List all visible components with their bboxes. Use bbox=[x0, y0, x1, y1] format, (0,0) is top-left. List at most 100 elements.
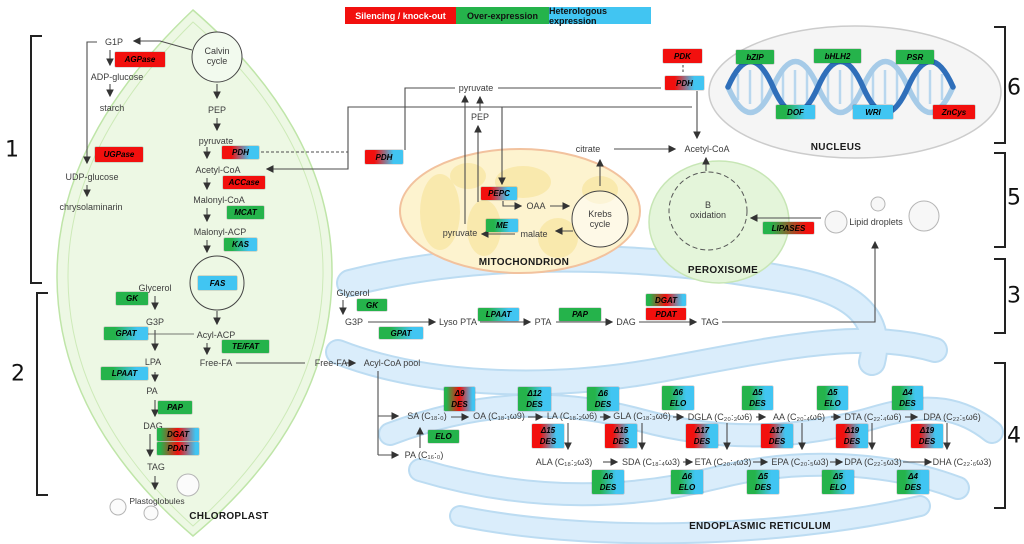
enzyme-box-gk: GK bbox=[116, 292, 148, 305]
enzyme-box-wri: WRI bbox=[853, 105, 893, 119]
enzyme-box-17-des: Δ17 DES bbox=[761, 424, 793, 448]
enzyme-box-ugpase: UGPase bbox=[95, 147, 143, 162]
label-starch: starch bbox=[99, 103, 125, 113]
label-dpa-c-6: DPA (C₂₂:₅ω6) bbox=[923, 412, 981, 422]
chloroplast-shape bbox=[56, 8, 333, 537]
enzyme-box-mcat: MCAT bbox=[227, 206, 264, 219]
label-lpa: LPA bbox=[144, 357, 162, 367]
label-dha-c-3: DHA (C₂₂:₆ω3) bbox=[932, 457, 992, 467]
plastoglobule-circles bbox=[109, 473, 200, 521]
enzyme-box-gpat: GPAT bbox=[104, 327, 148, 340]
label-sda-c-3: SDA (C₁₈:₄ω3) bbox=[622, 457, 680, 467]
label-acyl-coa-pool: Acyl-CoA pool bbox=[363, 358, 421, 368]
bracket-number-6: 6 bbox=[1007, 75, 1021, 101]
label-adp-glucose: ADP-glucose bbox=[90, 72, 144, 82]
label-sa-c: SA (C₁₈:₀) bbox=[407, 411, 447, 421]
label-g3p: G3P bbox=[145, 317, 165, 327]
enzyme-box-te-fat: TE/FAT bbox=[222, 340, 269, 353]
label-pyruvate: pyruvate bbox=[458, 83, 494, 93]
fas-circle bbox=[189, 255, 245, 311]
enzyme-box-bzip: bZIP bbox=[736, 50, 774, 64]
label-chloroplast: CHLOROPLAST bbox=[189, 511, 269, 522]
label-g3p: G3P bbox=[344, 317, 364, 327]
enzyme-box-gk: GK bbox=[357, 299, 387, 311]
lipid-droplet-circles bbox=[824, 196, 940, 234]
enzyme-box-5-des: Δ5 DES bbox=[742, 386, 773, 410]
bracket-number-4: 4 bbox=[1007, 423, 1021, 449]
legend-item-heterologous-expression: Heterologous expression bbox=[549, 6, 651, 26]
label-citrate: citrate bbox=[575, 144, 601, 154]
label-aa-c-6: AA (C₂₀:₄ω6) bbox=[773, 412, 825, 422]
label-endoplasmic-reticulum: ENDOPLASMIC RETICULUM bbox=[689, 521, 831, 532]
enzyme-box-pap: PAP bbox=[158, 401, 192, 414]
label-acetyl-coa: Acetyl-CoA bbox=[684, 144, 730, 154]
enzyme-box-pdh: PDH bbox=[365, 150, 403, 164]
label-free-fa: Free-FA bbox=[199, 358, 233, 368]
label-dgla-c-6: DGLA (C₂₀:₃ω6) bbox=[687, 412, 753, 422]
enzyme-box-pepc: PEPC bbox=[481, 187, 517, 200]
enzyme-box-lpaat: LPAAT bbox=[478, 308, 519, 321]
label-nucleus: NUCLEUS bbox=[810, 142, 862, 153]
calvin-cycle-circle bbox=[191, 31, 243, 83]
label-oa-c-9: OA (C₁₈:₁ω9) bbox=[473, 411, 525, 421]
bracket-4 bbox=[994, 362, 1006, 509]
bracket-number-3: 3 bbox=[1007, 283, 1021, 309]
label-calvin-cycle: Calvin cycle bbox=[204, 46, 230, 66]
label-tag: TAG bbox=[147, 462, 165, 472]
enzyme-box-5-elo: Δ5 ELO bbox=[822, 470, 854, 494]
enzyme-box-6-des: Δ6 DES bbox=[587, 387, 619, 411]
connector-arrows bbox=[83, 37, 951, 491]
krebs-cycle-circle bbox=[571, 190, 629, 248]
legend-item-over-expression: Over-expression bbox=[456, 7, 549, 24]
label-pa: PA bbox=[146, 386, 158, 396]
enzyme-box-19-des: Δ19 DES bbox=[836, 424, 868, 448]
label-pa-c: PA (C₁₆:₀) bbox=[404, 450, 444, 460]
enzyme-box-accase: ACCase bbox=[223, 176, 265, 189]
label-krebs-cycle: Krebs cycle bbox=[588, 209, 612, 229]
label-free-fa: Free-FA bbox=[314, 358, 348, 368]
label-oaa: OAA bbox=[526, 201, 546, 211]
enzyme-box-15-des: Δ15 DES bbox=[605, 424, 637, 448]
label-gla-c-6: GLA (C₁₈:₃ω6) bbox=[613, 411, 671, 421]
enzyme-box-6-elo: Δ6 ELO bbox=[662, 386, 694, 410]
label-eta-c-3: ETA (C₂₀:₄ω3) bbox=[694, 457, 752, 467]
label-glycerol: Glycerol bbox=[336, 288, 370, 298]
enzyme-box-5-des: Δ5 DES bbox=[747, 470, 779, 494]
legend-item-silencing-knock-out: Silencing / knock-out bbox=[345, 7, 456, 24]
label-tag: TAG bbox=[701, 317, 719, 327]
label-plastoglobules: Plastoglobules bbox=[129, 496, 185, 506]
enzyme-box-dgat: DGAT bbox=[157, 428, 199, 441]
enzyme-box-5-elo: Δ5 ELO bbox=[817, 386, 848, 410]
enzyme-box-bhlh2: bHLH2 bbox=[814, 49, 861, 63]
enzyme-box-zncys: ZnCys bbox=[933, 105, 975, 119]
endoplasmic-reticulum-shape bbox=[325, 244, 1004, 544]
enzyme-box-pdh: PDH bbox=[222, 146, 259, 159]
label-g1p: G1P bbox=[104, 37, 124, 47]
bracket-2 bbox=[36, 292, 48, 496]
label-dag: DAG bbox=[616, 317, 636, 327]
label-pyruvate: pyruvate bbox=[442, 228, 478, 238]
enzyme-box-lipases: LIPASES bbox=[763, 222, 814, 234]
enzyme-box-pap: PAP bbox=[559, 308, 601, 321]
label-chrysolaminarin: chrysolaminarin bbox=[59, 202, 123, 212]
label-pep: PEP bbox=[207, 105, 227, 115]
cycle-circles bbox=[189, 31, 629, 311]
label-pta: PTA bbox=[534, 317, 552, 327]
enzyme-box-17-des: Δ17 DES bbox=[686, 424, 718, 448]
enzyme-box-me: ME bbox=[486, 219, 518, 232]
enzyme-box-4-des: Δ4 DES bbox=[892, 386, 923, 410]
enzyme-box-gpat: GPAT bbox=[379, 327, 423, 339]
label-malate: malate bbox=[520, 229, 548, 239]
nucleus-shape bbox=[708, 25, 1002, 159]
label-b-oxidation: B oxidation bbox=[689, 200, 727, 220]
enzyme-box-dgat: DGAT bbox=[646, 294, 686, 306]
bracket-6 bbox=[994, 26, 1006, 144]
bracket-5 bbox=[994, 152, 1006, 248]
label-pep: PEP bbox=[470, 112, 490, 122]
enzyme-box-psr: PSR bbox=[896, 50, 934, 64]
label-dag: DAG bbox=[143, 421, 163, 431]
label-acetyl-coa: Acetyl-CoA bbox=[195, 165, 241, 175]
